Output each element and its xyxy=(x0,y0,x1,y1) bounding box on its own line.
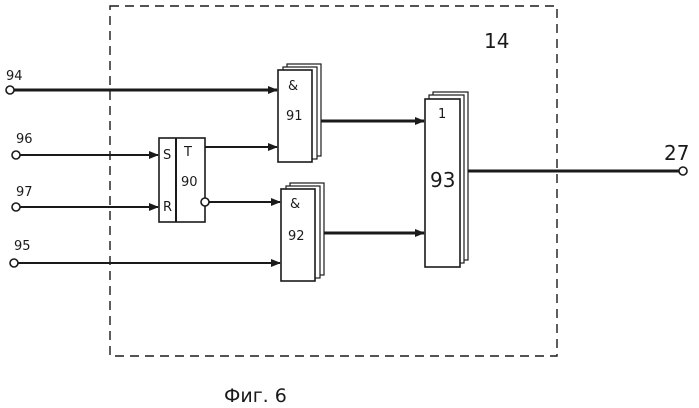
gate-91-number: 91 xyxy=(286,109,303,124)
terminal-95 xyxy=(10,259,18,267)
terminal-94-label: 94 xyxy=(6,69,23,84)
trigger-90-number: 90 xyxy=(181,175,198,190)
terminal-96 xyxy=(12,151,20,159)
gate-91-symbol: & xyxy=(288,79,298,94)
or-element-93: 1 93 xyxy=(425,92,468,267)
terminal-97-label: 97 xyxy=(16,185,33,200)
terminal-27-label: 27 xyxy=(664,141,689,165)
terminal-94 xyxy=(6,86,14,94)
terminal-27 xyxy=(679,167,687,175)
and-gate-91: & 91 xyxy=(278,64,321,162)
rs-trigger-90: S R T 90 xyxy=(159,138,209,222)
trigger-90-set: S xyxy=(163,148,171,163)
trigger-90-type: T xyxy=(183,145,192,160)
gate-92-number: 92 xyxy=(288,229,305,244)
terminal-97 xyxy=(12,203,20,211)
inverse-output-bubble xyxy=(201,198,209,206)
or-93-number: 93 xyxy=(430,168,455,192)
and-gate-92: & 92 xyxy=(281,183,324,281)
terminal-96-label: 96 xyxy=(16,132,33,147)
or-93-symbol: 1 xyxy=(438,107,446,122)
trigger-90-reset: R xyxy=(163,200,172,215)
gate-92-symbol: & xyxy=(290,197,300,212)
terminal-95-label: 95 xyxy=(14,239,31,254)
figure-caption: Фиг. 6 xyxy=(224,385,287,407)
block-14-label: 14 xyxy=(484,29,509,53)
